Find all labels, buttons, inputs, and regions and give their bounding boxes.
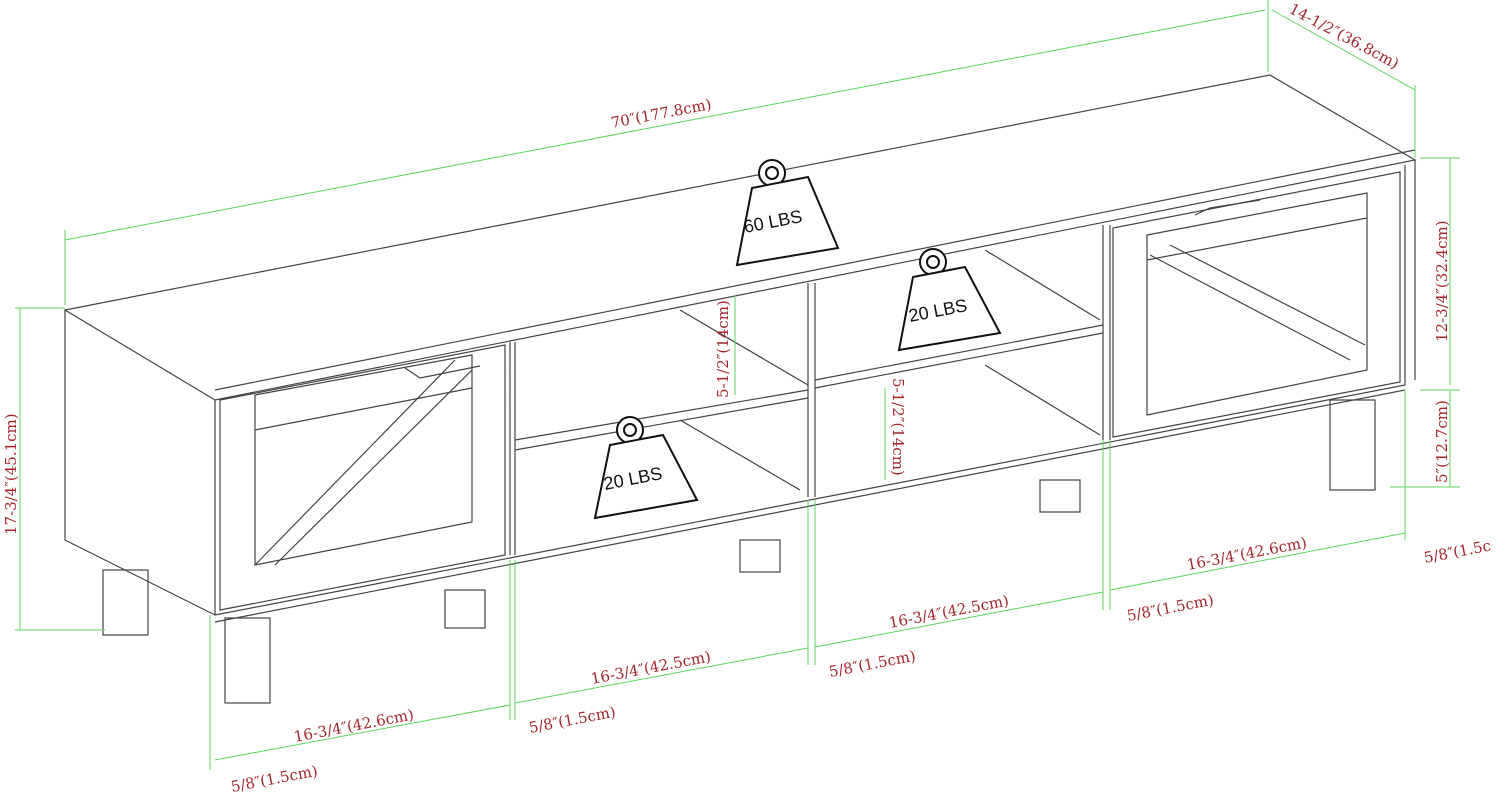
upper-shelf-label: 5-1/2″(14cm) — [714, 300, 732, 398]
panel-1-label: 5/8″(1.5cm) — [229, 762, 319, 796]
bay-1-label: 16-3/4″(42.6cm) — [292, 705, 415, 745]
width-label: 70″(177.8cm) — [609, 95, 713, 132]
panel-4-label: 5/8″(1.5cm) — [1125, 591, 1215, 625]
panel-3-label: 5/8″(1.5cm) — [827, 647, 917, 681]
weight-top: 60 LBS — [735, 159, 840, 267]
weight-icon — [593, 433, 699, 520]
panel-2-label: 5/8″(1.5cm) — [527, 703, 617, 737]
bay-3-label: 16-3/4″(42.5cm) — [887, 591, 1010, 631]
weight-shelf-right: 20 LBS — [897, 248, 1002, 352]
left-door — [219, 344, 506, 611]
right-door — [1112, 171, 1401, 438]
legs — [102, 389, 1406, 704]
weight-icon — [735, 175, 840, 267]
dimension-lines — [15, 0, 1460, 770]
front-face — [214, 165, 1406, 616]
bay-2-label: 16-3/4″(42.5cm) — [589, 647, 712, 687]
cabinet-height-label: 12-3/4″(32.4cm) — [1433, 220, 1451, 342]
top-surface — [63, 74, 1417, 401]
weight-icon — [897, 265, 1002, 352]
left-side — [64, 310, 216, 616]
panel-5-label: 5/8″(1.5c — [1422, 537, 1492, 567]
bay-4-label: 16-3/4″(42.6cm) — [1185, 533, 1308, 573]
leg-height-label: 5″(12.7cm) — [1433, 400, 1451, 483]
dividers — [509, 225, 1111, 555]
depth-label: 14-1/2″(36.8cm) — [1286, 0, 1402, 73]
total-height-label: 17-3/4″(45.1cm) — [2, 413, 20, 535]
lower-shelf-label: 5-1/2″(14cm) — [889, 378, 907, 476]
tv-stand — [63, 74, 1417, 704]
weight-shelf-left: 20 LBS — [593, 416, 699, 520]
